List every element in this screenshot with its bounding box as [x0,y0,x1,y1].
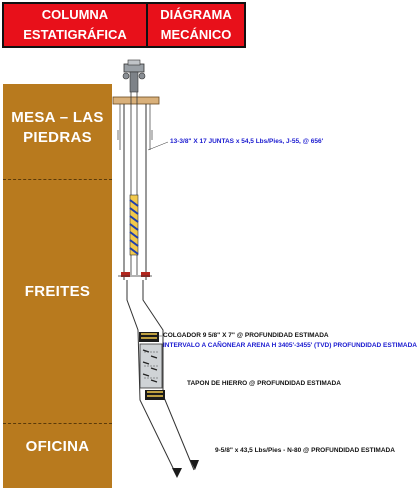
mechanical-diagram-header: DIÁGRAMA MECÁNICO [146,2,246,48]
mechanical-diagram-title: DIÁGRAMA MECÁNICO [160,7,232,42]
well-mechanical-diagram [112,59,199,478]
formation-mesa-las-piedras: MESA – LAS PIEDRAS [11,109,104,146]
stratigraphic-column: MESA – LAS PIEDRAS FREITES OFICINA [3,84,112,488]
surface-casing [123,104,147,280]
annotation-iron-plug: TAPON DE HIERRO @ PROFUNDIDAD ESTIMADA [187,380,341,387]
production-casing [126,280,195,471]
formation-boundary [3,179,112,180]
iron-plug [145,390,165,400]
casing-shoe [118,272,152,277]
casing-shoe-bottom [172,468,182,478]
annotation-liner-hanger: COLGADOR 9 5/8" X 7" @ PROFUNDIDAD ESTIM… [163,332,329,339]
pump-string [129,194,139,256]
formation-boundary [3,423,112,424]
perforation-interval [139,343,163,389]
stratigraphic-column-title: COLUMNA ESTATIGRÁFICA [23,7,127,42]
liner-hanger [139,332,159,342]
casing-shoe-bottom [190,460,199,470]
annotation-surface-casing: 13-3/8" X 17 JUNTAS x 54,5 Lbs/Pies, J-5… [170,138,324,145]
leader-lines [147,141,169,337]
formation-freites: FREITES [24,283,91,300]
surface-flange [112,96,160,105]
conductor-lines [117,104,153,150]
wellhead [122,59,146,93]
formation-oficina: OFICINA [25,438,90,455]
stratigraphic-column-header: COLUMNA ESTATIGRÁFICA [2,2,148,48]
annotation-perforation-interval: INTERVALO A CAÑONEAR ARENA H 3405'-3455'… [163,342,417,349]
annotation-production-casing: 9-5/8" x 43,5 Lbs/Pies - N-80 @ PROFUNDI… [215,447,395,454]
